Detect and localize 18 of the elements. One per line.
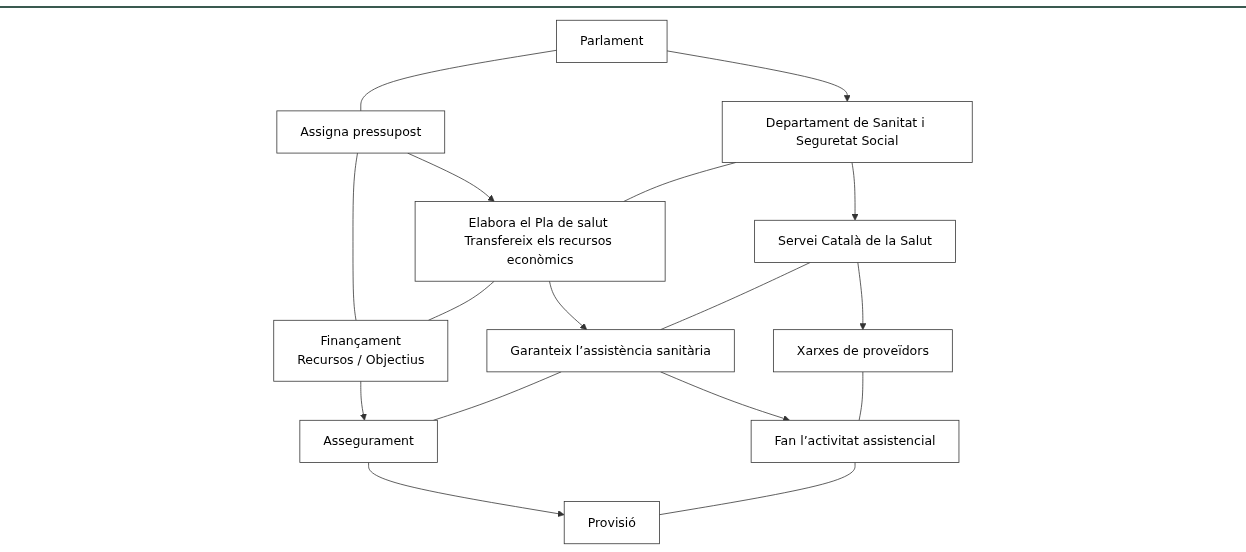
node-box: Assegurament (299, 419, 438, 463)
node-box: Parlament (556, 19, 668, 63)
node-box: Fan l’activitat assistencial (750, 419, 960, 463)
connector (433, 371, 562, 421)
connector (352, 152, 358, 321)
connector (659, 462, 856, 516)
node-box: Provisió (563, 501, 660, 545)
connector (660, 262, 811, 331)
node-box: Garanteix l’assistència sanitària (486, 329, 735, 373)
connector (858, 371, 864, 421)
node-box: Xarxes de proveïdors (773, 329, 953, 373)
node-box: Servei Català de la Salut (754, 219, 956, 263)
connector (428, 280, 495, 321)
node-box: Departament de Sanitat i Seguretat Social (721, 101, 973, 163)
node-box: Elabora el Pla de salut Transfereix els recursos econòmics (414, 201, 666, 282)
node-box: Finançament Recursos / Objectius (273, 319, 449, 382)
node-box: Assigna pressupost (276, 110, 446, 154)
connector (360, 49, 557, 112)
